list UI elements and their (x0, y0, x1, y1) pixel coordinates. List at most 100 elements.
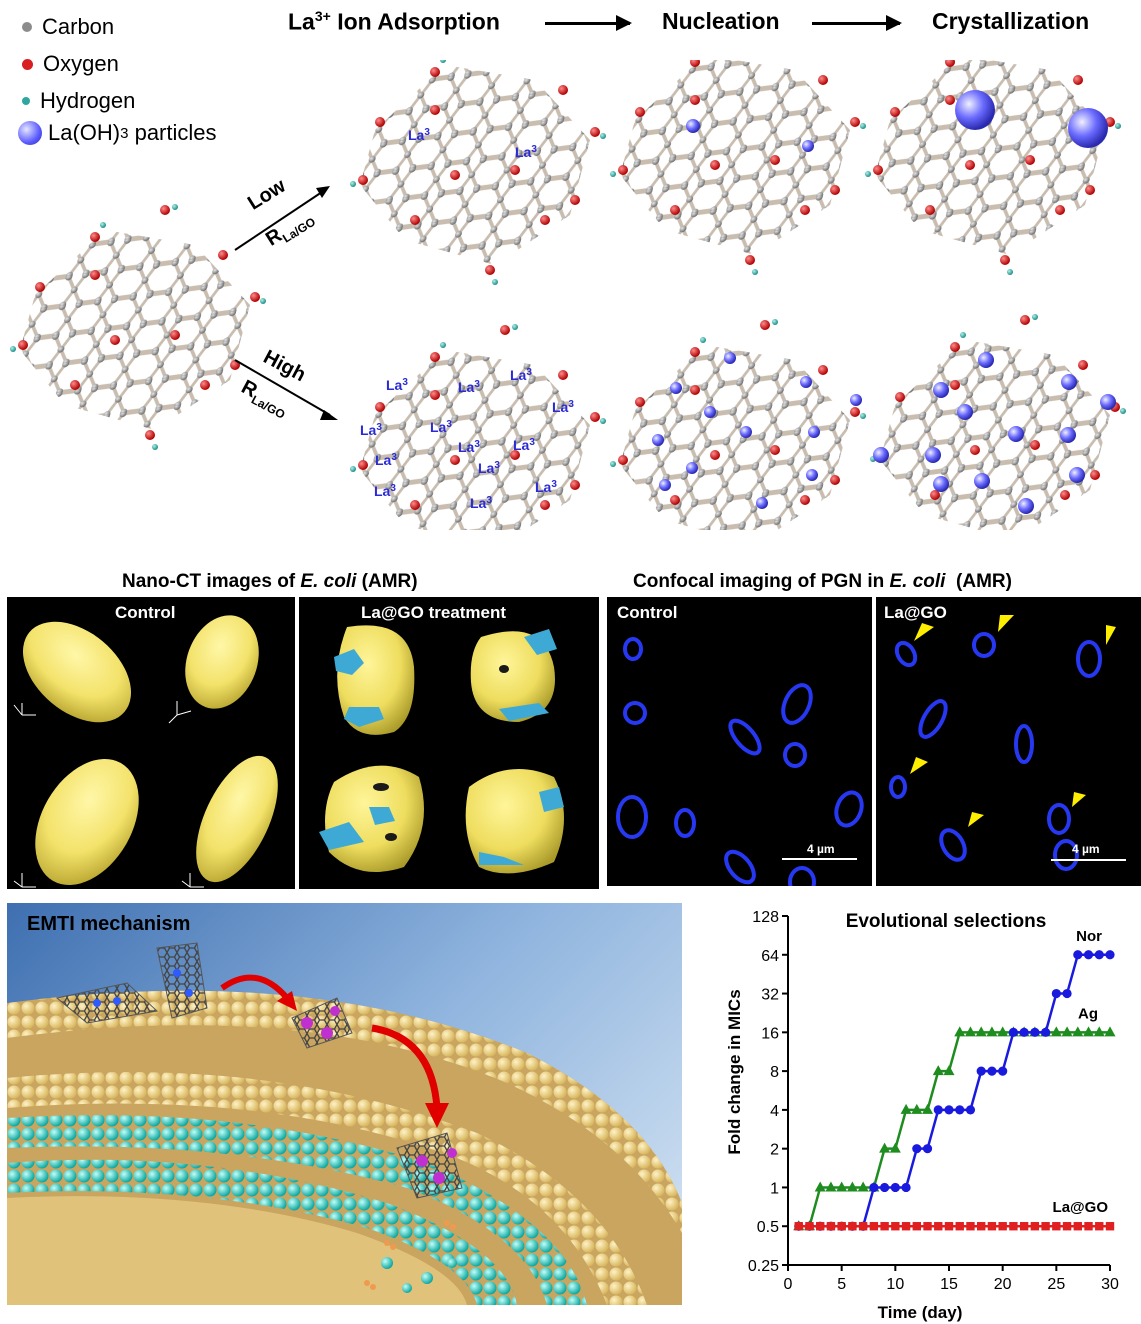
chart-ylabel: Fold change in MICs (725, 989, 744, 1154)
data-point-nor (1030, 1027, 1040, 1037)
emti-mechanism-illustration: EMTI mechanism (7, 903, 682, 1305)
data-point-ag (1104, 1026, 1116, 1037)
data-point-lago (880, 1222, 889, 1231)
x-tick-label: 20 (994, 1276, 1012, 1293)
legend-item-hydrogen: Hydrogen (22, 88, 135, 114)
data-point-nor (1083, 950, 1094, 960)
data-point-lago (1095, 1222, 1104, 1231)
x-tick-label: 5 (837, 1276, 846, 1293)
step-adsorption-title: La3+ Ion Adsorption (288, 8, 500, 35)
confocal-treatment-scale-bar: 4 µm (1072, 842, 1100, 856)
nanoct-title: Nano-CT images of E. coli (AMR) (122, 571, 418, 592)
data-point-lago (1062, 1222, 1072, 1231)
data-point-ag (943, 1065, 955, 1076)
data-point-ag (1050, 1026, 1062, 1037)
nanoct-control-label: Control (115, 603, 176, 622)
data-point-nor (1008, 1027, 1018, 1037)
x-tick-label: 15 (940, 1276, 958, 1293)
y-tick-label: 0.25 (748, 1258, 779, 1275)
data-point-nor (933, 1105, 943, 1115)
data-point-lago (1084, 1222, 1093, 1231)
data-point-ag (975, 1026, 987, 1037)
nanoct-treatment-image: La@GO treatment (299, 597, 599, 889)
data-point-lago (869, 1222, 879, 1231)
carbon-dot-icon (22, 22, 32, 32)
data-point-ag (900, 1103, 912, 1114)
particle-sphere-icon (18, 121, 42, 145)
data-point-lago (966, 1222, 975, 1231)
y-tick-label: 1 (770, 1180, 779, 1197)
y-tick-label: 32 (761, 987, 779, 1004)
data-point-lago (901, 1222, 911, 1231)
graphene-oxide-schematic: La3 La3 La3 La3 La3 La3 La3 La3 La3 La3 … (10, 60, 1126, 530)
data-point-ag (857, 1181, 869, 1192)
data-point-nor (998, 1066, 1008, 1076)
legend-item-la-oh3: La(OH)3 particles (18, 120, 217, 146)
data-point-lago (1052, 1222, 1061, 1231)
data-point-nor (869, 1182, 879, 1193)
chart-plot-area (793, 950, 1116, 1231)
y-tick-label: 2 (770, 1142, 779, 1159)
data-point-ag (889, 1142, 901, 1153)
y-tick-label: 64 (761, 948, 779, 965)
confocal-treatment-label: La@GO (884, 603, 947, 622)
confocal-control-scale-bar: 4 µm (807, 842, 835, 856)
data-point-lago (1009, 1222, 1018, 1231)
series-label-ag: Ag (1078, 1005, 1098, 1022)
data-point-nor (1062, 988, 1072, 999)
step-crystallization-title: Crystallization (932, 8, 1090, 34)
nanoct-treatment-label: La@GO treatment (361, 603, 507, 622)
data-point-ag (1093, 1026, 1105, 1037)
x-tick-label: 25 (1047, 1276, 1065, 1293)
oxygen-dot-icon (22, 58, 33, 70)
data-point-lago (858, 1222, 868, 1231)
data-point-ag (1083, 1026, 1095, 1037)
data-point-ag (964, 1026, 976, 1037)
arrow-right-icon (545, 15, 632, 31)
data-point-lago (805, 1222, 814, 1231)
emti-title: EMTI mechanism (27, 913, 191, 935)
data-point-nor (1105, 950, 1115, 960)
data-point-lago (826, 1222, 836, 1231)
y-tick-label: 4 (770, 1103, 779, 1120)
data-point-lago (987, 1222, 997, 1231)
chart-xlabel: Time (day) (878, 1303, 963, 1322)
legend-item-carbon: Carbon (22, 14, 114, 40)
data-point-lago (848, 1222, 857, 1231)
arrow-right-icon (812, 15, 902, 31)
data-point-nor (890, 1182, 900, 1193)
x-tick-label: 30 (1101, 1276, 1119, 1293)
confocal-title: Confocal imaging of PGN in E. coli (AMR) (633, 571, 1012, 592)
hydrogen-dot-icon (22, 97, 30, 105)
data-point-ag (932, 1065, 944, 1076)
data-point-ag (954, 1026, 966, 1037)
data-point-ag (1072, 1026, 1084, 1037)
data-point-nor (976, 1066, 986, 1076)
data-point-nor (880, 1182, 890, 1193)
data-point-ag (1061, 1026, 1073, 1037)
evolution-chart: Evolutional selections Time (day) Fold c… (725, 909, 1119, 1322)
data-point-lago (1041, 1222, 1050, 1231)
data-point-nor (944, 1105, 954, 1115)
data-point-lago (837, 1222, 846, 1231)
data-point-lago (912, 1222, 921, 1231)
data-point-lago (1030, 1222, 1040, 1231)
data-point-nor (1073, 950, 1083, 960)
confocal-control-image: Control 4 µm (607, 597, 872, 886)
confocal-treatment-image: La@GO 4 µm (876, 597, 1141, 886)
data-point-ag (836, 1181, 848, 1192)
data-point-lago (998, 1222, 1007, 1231)
data-point-ag (846, 1181, 858, 1192)
data-point-nor (1094, 950, 1104, 960)
data-point-lago (1073, 1222, 1082, 1231)
series-label-lago: La@GO (1053, 1199, 1109, 1216)
data-point-ag (922, 1103, 934, 1114)
series-label-nor: Nor (1076, 928, 1102, 945)
data-point-lago (977, 1222, 986, 1231)
data-point-nor (1019, 1027, 1029, 1037)
data-point-nor (901, 1182, 911, 1193)
data-point-nor (1041, 1027, 1051, 1037)
data-point-nor (922, 1144, 933, 1154)
data-point-lago (1105, 1222, 1115, 1231)
